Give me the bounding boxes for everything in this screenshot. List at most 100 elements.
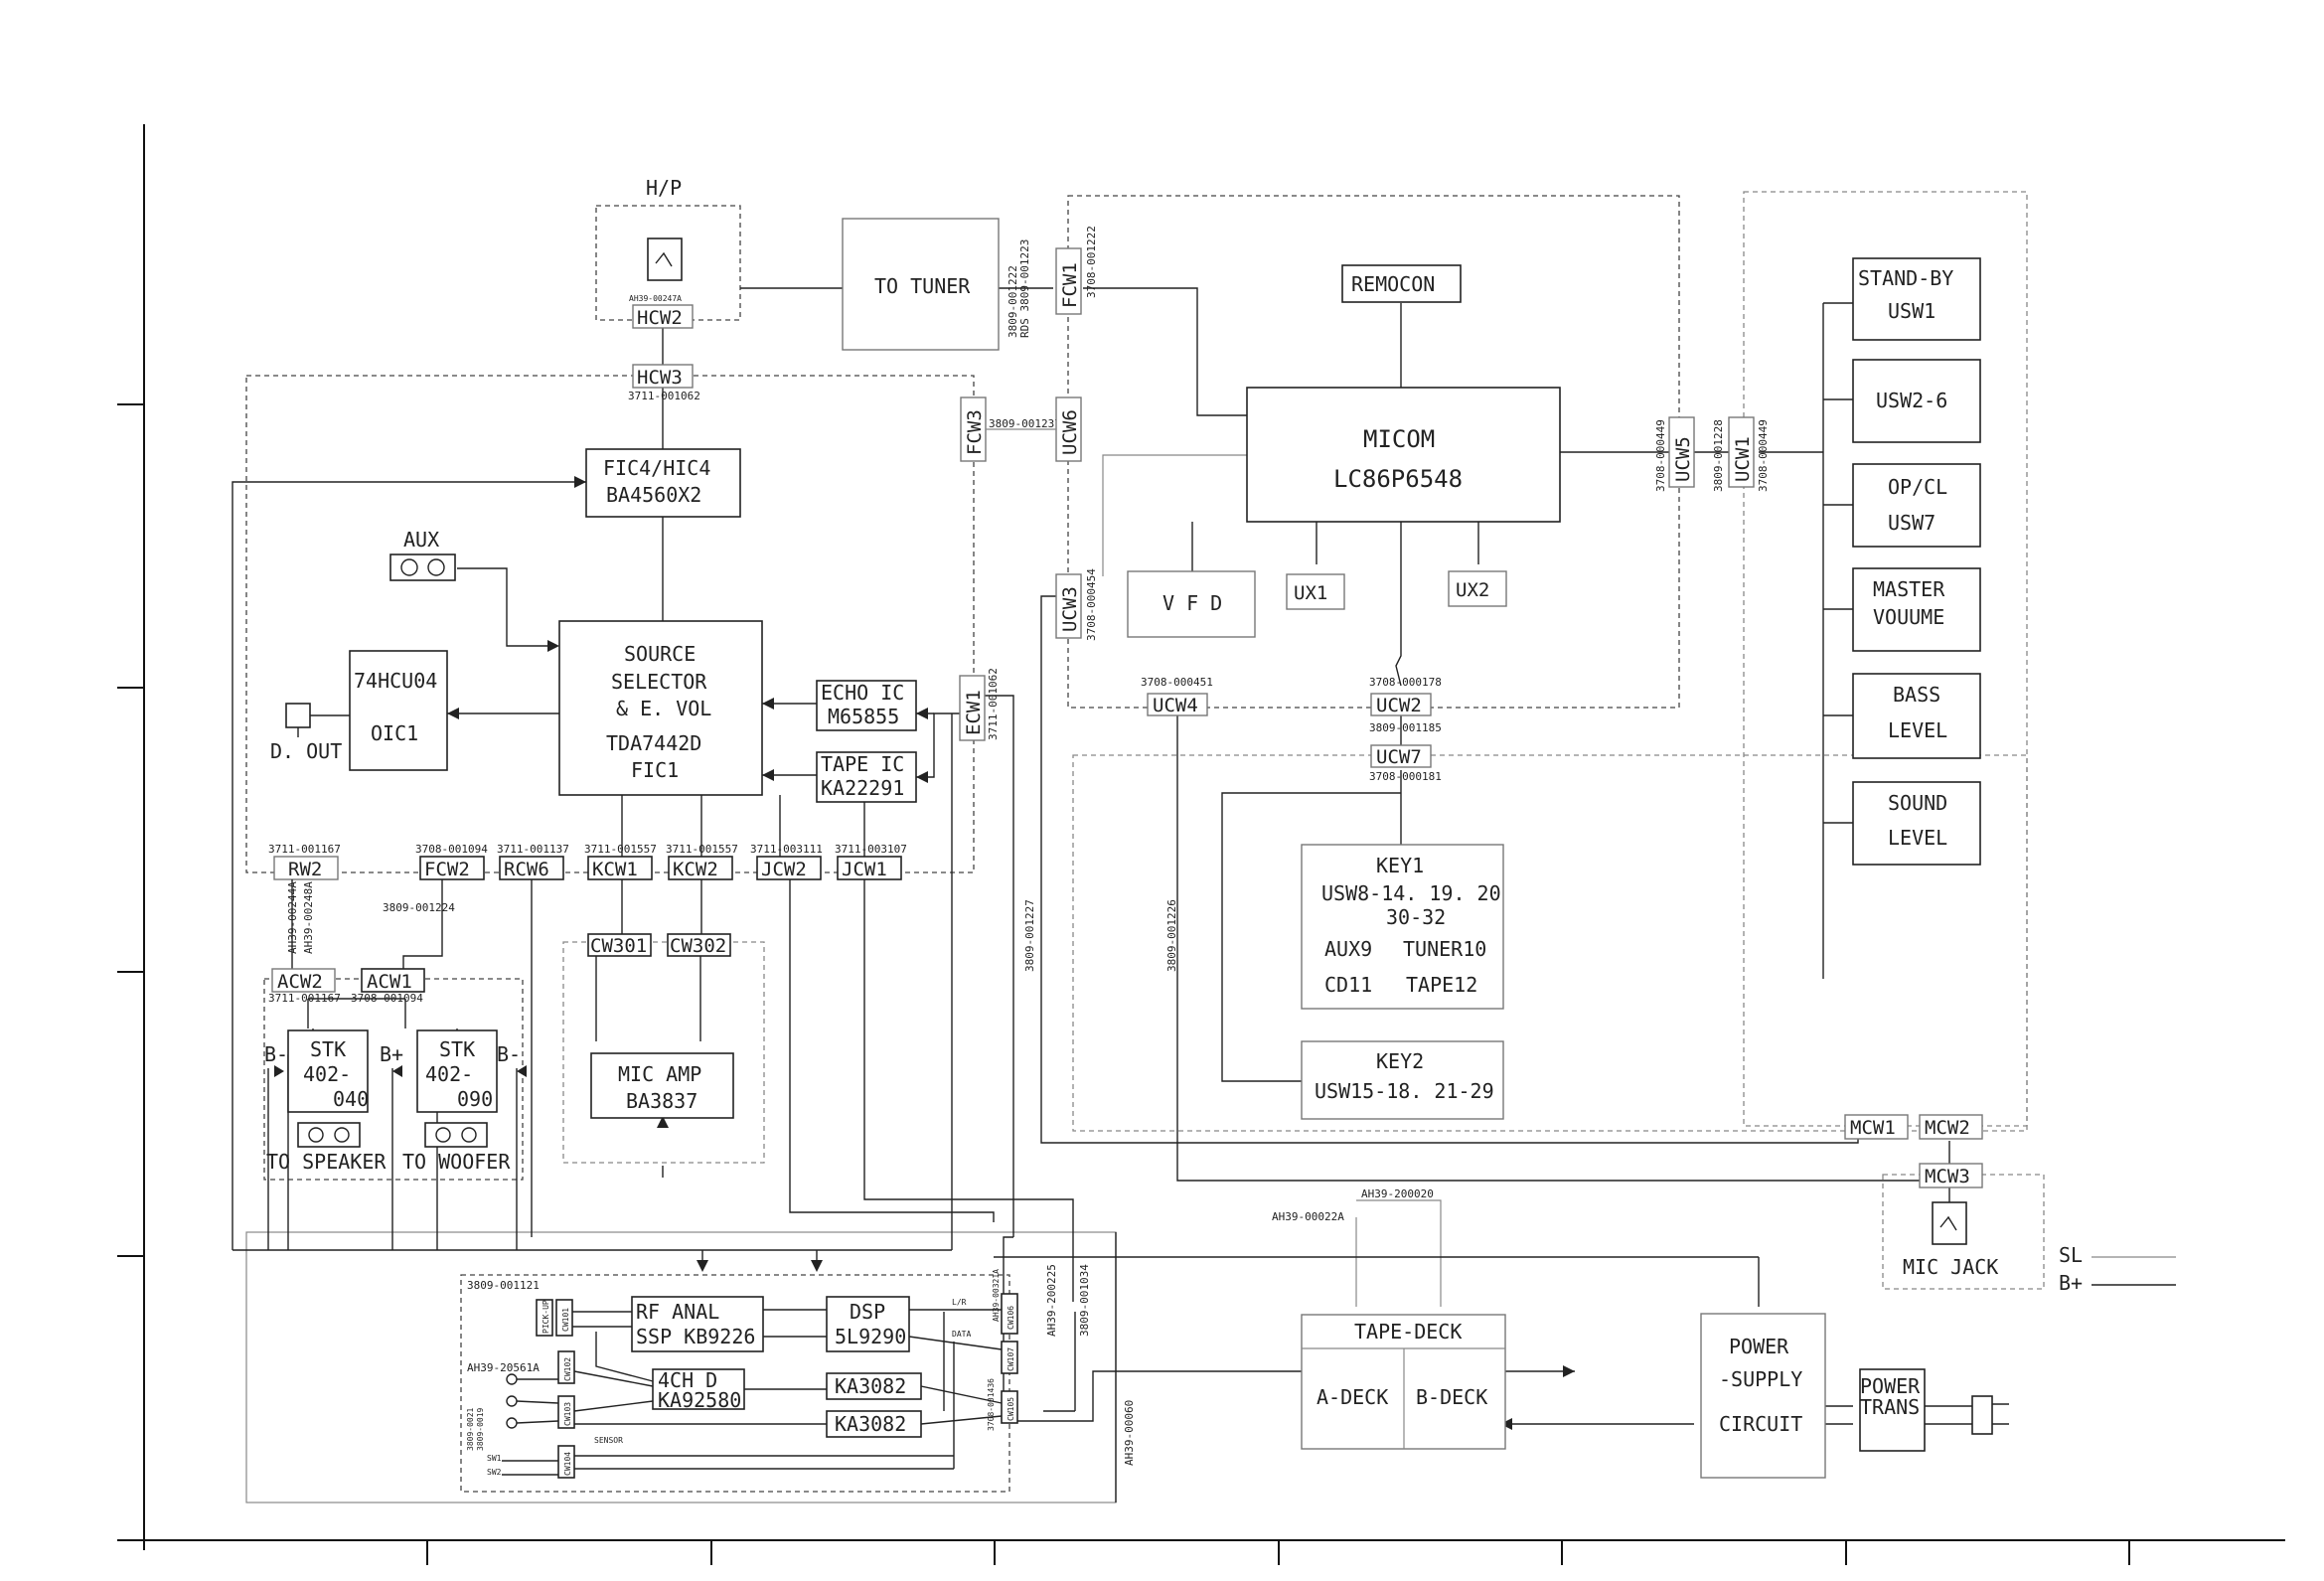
key1-label-1: KEY1 xyxy=(1376,854,1424,877)
cd-label-cw105: CW105 xyxy=(1007,1397,1015,1421)
rf-anal-block xyxy=(631,1296,764,1352)
connector-hcw2 xyxy=(632,304,694,329)
power-supply-label-2: -SUPPLY xyxy=(1719,1367,1802,1391)
connector-rw2-label: RW2 xyxy=(288,859,322,880)
cd-label-cw101: CW101 xyxy=(561,1308,570,1332)
cd-label-data: DATA xyxy=(952,1330,971,1339)
bass-level-block xyxy=(1852,673,1981,759)
remocon-block xyxy=(1341,264,1462,303)
cd-label-sw1: SW1 xyxy=(487,1454,502,1463)
cd-label-sw2: SW2 xyxy=(487,1468,502,1477)
connector-ucw3 xyxy=(1055,573,1082,639)
to-woofer-label: TO WOOFER xyxy=(402,1150,511,1174)
source-selector-label-2: SELECTOR xyxy=(611,670,707,694)
key2-block xyxy=(1301,1040,1504,1120)
micom-block xyxy=(1246,387,1561,523)
source-selector-label-5: FIC1 xyxy=(631,758,679,782)
connector-mcw1-label: MCW1 xyxy=(1850,1117,1896,1139)
connector-ucw4 xyxy=(1147,693,1208,716)
fic4-block xyxy=(585,448,741,518)
cd-cw104 xyxy=(557,1445,575,1479)
key1-label-4: AUX9 xyxy=(1324,937,1372,961)
connector-fcw1-label: FCW1 xyxy=(1059,262,1081,308)
cd-label-cw107: CW107 xyxy=(1007,1347,1015,1371)
acw-code-2: 3708-001094 xyxy=(351,992,423,1005)
connector-acw2-label: ACW2 xyxy=(277,971,323,993)
connector-ucw1 xyxy=(1728,416,1755,488)
stk-090-block xyxy=(416,1029,498,1113)
aux-label: AUX xyxy=(403,528,439,552)
right-panel-outline xyxy=(1743,191,2028,1127)
sound-level-label-1: SOUND xyxy=(1888,791,1947,815)
connector-kcw2-label: KCW2 xyxy=(673,859,718,880)
hp-code: AH39-00247A xyxy=(629,294,682,303)
motor-icon-1 xyxy=(506,1373,518,1385)
connector-kcw1-label: KCW1 xyxy=(592,859,638,880)
legend-bplus-label: B+ xyxy=(2059,1271,2083,1295)
fic4-label-2: BA4560X2 xyxy=(606,483,701,507)
headphone-jack-glyph xyxy=(655,251,673,267)
connector-hcw3 xyxy=(632,364,694,389)
power-supply-label-3: CIRCUIT xyxy=(1719,1412,1802,1436)
stk-090-label-1: STK xyxy=(439,1037,475,1061)
dsp-label-1: DSP xyxy=(850,1300,885,1324)
fcw2-code: 3708-001094 xyxy=(415,843,488,856)
headphone-jack-icon xyxy=(647,237,683,281)
connector-ucw2-label: UCW2 xyxy=(1376,695,1422,716)
cd-label-cw104: CW104 xyxy=(563,1452,572,1476)
connector-rcw6-label: RCW6 xyxy=(504,859,549,880)
hcu04-label-1: 74HCU04 xyxy=(354,669,437,693)
connector-mcw1 xyxy=(1844,1114,1909,1140)
echo-ic-label-2: M65855 xyxy=(828,705,899,728)
cd-pickup-connector xyxy=(536,1299,553,1337)
cd-code-left: AH39-20561A xyxy=(467,1361,540,1374)
key1-label-3: 30-32 xyxy=(1386,905,1446,929)
4ch-driver-label-1: 4CH D xyxy=(658,1368,717,1392)
ux2-block xyxy=(1448,570,1507,607)
ucw1-code-1: 3809-001228 xyxy=(1712,419,1725,492)
acw-code-1: 3711-001167 xyxy=(268,992,341,1005)
connector-ucw1-label: UCW1 xyxy=(1732,436,1754,482)
connector-fcw3 xyxy=(960,396,987,462)
jcw1-code: 3711-003107 xyxy=(835,843,907,856)
connector-ecw1-label: ECW1 xyxy=(963,690,985,735)
fcw3-code: 3809-001237 xyxy=(989,417,1061,430)
echo-ic-block xyxy=(816,680,917,731)
4ch-driver-label-2: KA92580 xyxy=(658,1388,741,1412)
b-minus-label-1: B- xyxy=(264,1042,288,1066)
connector-jcw2 xyxy=(756,856,822,880)
cd-cw105 xyxy=(1001,1390,1018,1424)
mic-jack-icon xyxy=(1932,1201,1967,1245)
cd-cw107 xyxy=(1001,1341,1018,1374)
micom-label-1: MICOM xyxy=(1363,425,1435,453)
master-volume-block xyxy=(1852,567,1981,652)
mic-jack-glyph xyxy=(1939,1215,1957,1231)
connector-cw302 xyxy=(667,933,731,957)
speaker-jack-right-icon xyxy=(334,1127,350,1143)
cd-label-cw106: CW106 xyxy=(1007,1306,1015,1330)
master-volume-label-2: VOUUME xyxy=(1873,605,1944,629)
to-tuner-block xyxy=(842,218,1000,351)
connector-mcw3 xyxy=(1919,1163,1983,1188)
source-selector-label-4: TDA7442D xyxy=(606,731,701,755)
ucw5-code: 3708-000449 xyxy=(1654,419,1667,492)
page-frame xyxy=(117,124,2285,1565)
rw2-code: 3711-001167 xyxy=(268,843,341,856)
key1-label-5: TUNER10 xyxy=(1403,937,1486,961)
cd-label-ah39-00321a: AH39-00321A xyxy=(992,1269,1001,1322)
a-deck-label: A-DECK xyxy=(1317,1385,1388,1409)
connector-hcw3-code: 3711-001062 xyxy=(628,390,700,402)
aux-jack-left-icon xyxy=(400,558,418,576)
legend-sl-label: SL xyxy=(2059,1243,2083,1267)
woofer-jack-left-icon xyxy=(435,1127,451,1143)
wire-code-ah39-200020: AH39-200020 xyxy=(1361,1187,1434,1200)
opcl-block xyxy=(1852,463,1981,548)
key1-label-2: USW8-14. 19. 20 xyxy=(1321,881,1501,905)
to-tuner-label: TO TUNER xyxy=(874,274,971,298)
speaker-jack xyxy=(297,1122,361,1148)
cd-cw103 xyxy=(557,1395,575,1429)
echo-ic-label-1: ECHO IC xyxy=(821,681,904,705)
connector-rw2 xyxy=(273,856,339,880)
mic-amp-label-2: BA3837 xyxy=(626,1089,697,1113)
standby-label-2: USW1 xyxy=(1888,299,1936,323)
